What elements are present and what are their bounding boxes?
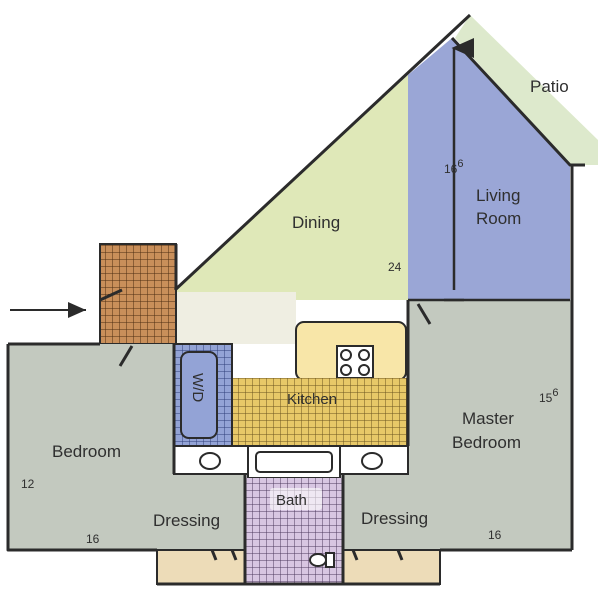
bedroom-width-label: 16: [86, 532, 100, 546]
dining-room: [175, 75, 408, 300]
living-room: [408, 38, 570, 300]
bedroom-height-label: 12: [21, 477, 35, 491]
bedroom-label: Bedroom: [52, 442, 121, 461]
walls: [6, 13, 585, 586]
dining-dimension-label: 24: [388, 260, 402, 274]
master-bedroom-label-line2: Bedroom: [452, 433, 521, 452]
sink-right: [361, 452, 383, 470]
door-swings: [99, 288, 432, 561]
entry-tile: [99, 243, 177, 345]
master-bedroom: [343, 300, 572, 550]
living-dimension-label: 166: [444, 158, 463, 176]
dressing-right-label: Dressing: [361, 509, 428, 528]
master-width-label: 16: [488, 528, 502, 542]
bath-label-bg: [270, 488, 322, 510]
living-room-label-line2: Room: [476, 209, 521, 228]
bathtub-inner: [255, 451, 333, 473]
patio: [455, 15, 598, 165]
master-bedroom-label-line1: Master: [462, 409, 514, 428]
washer-dryer-unit: [180, 351, 218, 439]
stove: [336, 345, 374, 379]
dressing-left-label: Dressing: [153, 511, 220, 530]
foyer: [176, 292, 296, 344]
bathtub: [247, 445, 341, 479]
bath-label: Bath: [276, 492, 307, 509]
dining-label: Dining: [292, 213, 340, 232]
living-room-label-line1: Living: [476, 186, 520, 205]
kitchen-label: Kitchen: [287, 391, 337, 408]
master-dimension-label: 156: [539, 387, 558, 405]
patio-label: Patio: [530, 77, 569, 96]
toilet: [309, 552, 335, 568]
closet-left: [156, 549, 246, 585]
sink-left: [199, 452, 221, 470]
kitchen-floor: [232, 378, 408, 446]
closet-right: [342, 549, 441, 585]
bedroom: [8, 344, 245, 550]
wd-label: W/D: [189, 373, 206, 402]
